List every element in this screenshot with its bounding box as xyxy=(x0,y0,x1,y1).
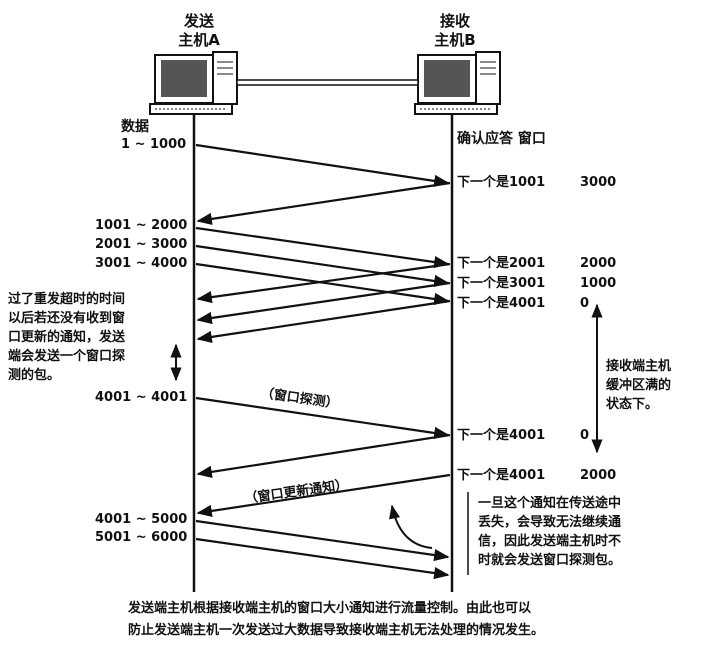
ack-window: 1000 xyxy=(580,276,617,291)
probe-arrow xyxy=(195,396,450,440)
ack-label: 下一个是4001 xyxy=(457,428,546,443)
segment-label: 4001 ~ 4001 xyxy=(95,390,188,405)
ack-label: 下一个是1001 xyxy=(457,175,546,190)
packet-loss-note: 一旦这个通知在传送途中 丢失，会导致无法继续通 信，因此发送端主机时不 时就会发… xyxy=(478,496,622,568)
ack-label: 下一个是2001 xyxy=(457,256,546,271)
ack-window: 3000 xyxy=(580,175,617,190)
host-b-computer-icon xyxy=(414,51,501,115)
segment-arrow xyxy=(195,537,450,580)
data-column-header: 数据 xyxy=(121,119,149,135)
host-b-label: 接收 主机B xyxy=(428,12,482,50)
host-b-name: 主机B xyxy=(434,31,476,49)
ack-arrow xyxy=(196,281,451,325)
ack-arrow xyxy=(196,433,451,478)
segment-label: 4001 ~ 5000 xyxy=(95,512,188,527)
figure-caption: 发送端主机根据接收端主机的窗口大小通知进行流量控制。由此也可以 防止发送端主机一… xyxy=(128,601,545,638)
ack-window-column-header: 确认应答 窗口 xyxy=(457,131,546,147)
segment-arrow xyxy=(195,226,450,269)
host-a-name: 主机A xyxy=(178,31,220,49)
ack-window: 2000 xyxy=(580,256,617,271)
segment-label: 1001 ~ 2000 xyxy=(95,218,188,233)
buffer-full-note: 接收端主机 缓冲区满的 状态下。 xyxy=(606,359,672,412)
segment-arrow xyxy=(195,143,450,188)
ack-window: 2000 xyxy=(580,468,617,483)
ack-window: 0 xyxy=(580,296,590,311)
segment-arrow xyxy=(195,519,450,562)
network-link xyxy=(236,79,419,86)
segment-label: 2001 ~ 3000 xyxy=(95,237,188,252)
ack-label: 下一个是4001 xyxy=(457,296,546,311)
host-b-role: 接收 xyxy=(439,12,470,30)
ack-window: 0 xyxy=(580,428,590,443)
ack-label: 下一个是3001 xyxy=(457,276,546,291)
ack-arrow xyxy=(196,299,451,344)
segment-label: 3001 ~ 4000 xyxy=(95,256,188,271)
segment-label: 5001 ~ 6000 xyxy=(95,530,188,545)
ack-arrow xyxy=(196,181,451,226)
host-a-computer-icon xyxy=(149,51,238,115)
timeout-note: 过了重发超时的时间 以后若还没有收到窗 口更新的通知，发送 端会发送一个窗口探 … xyxy=(8,292,126,383)
segment-arrow xyxy=(195,244,450,288)
loss-pointer-arrow xyxy=(389,504,433,549)
window-update-arrow xyxy=(196,473,451,518)
segment-label: 1 ~ 1000 xyxy=(121,137,187,152)
host-a-role: 发送 xyxy=(183,12,214,30)
ack-arrow xyxy=(196,262,451,304)
host-a-label: 发送 主机A xyxy=(172,12,226,50)
ack-label: 下一个是4001 xyxy=(457,468,546,483)
